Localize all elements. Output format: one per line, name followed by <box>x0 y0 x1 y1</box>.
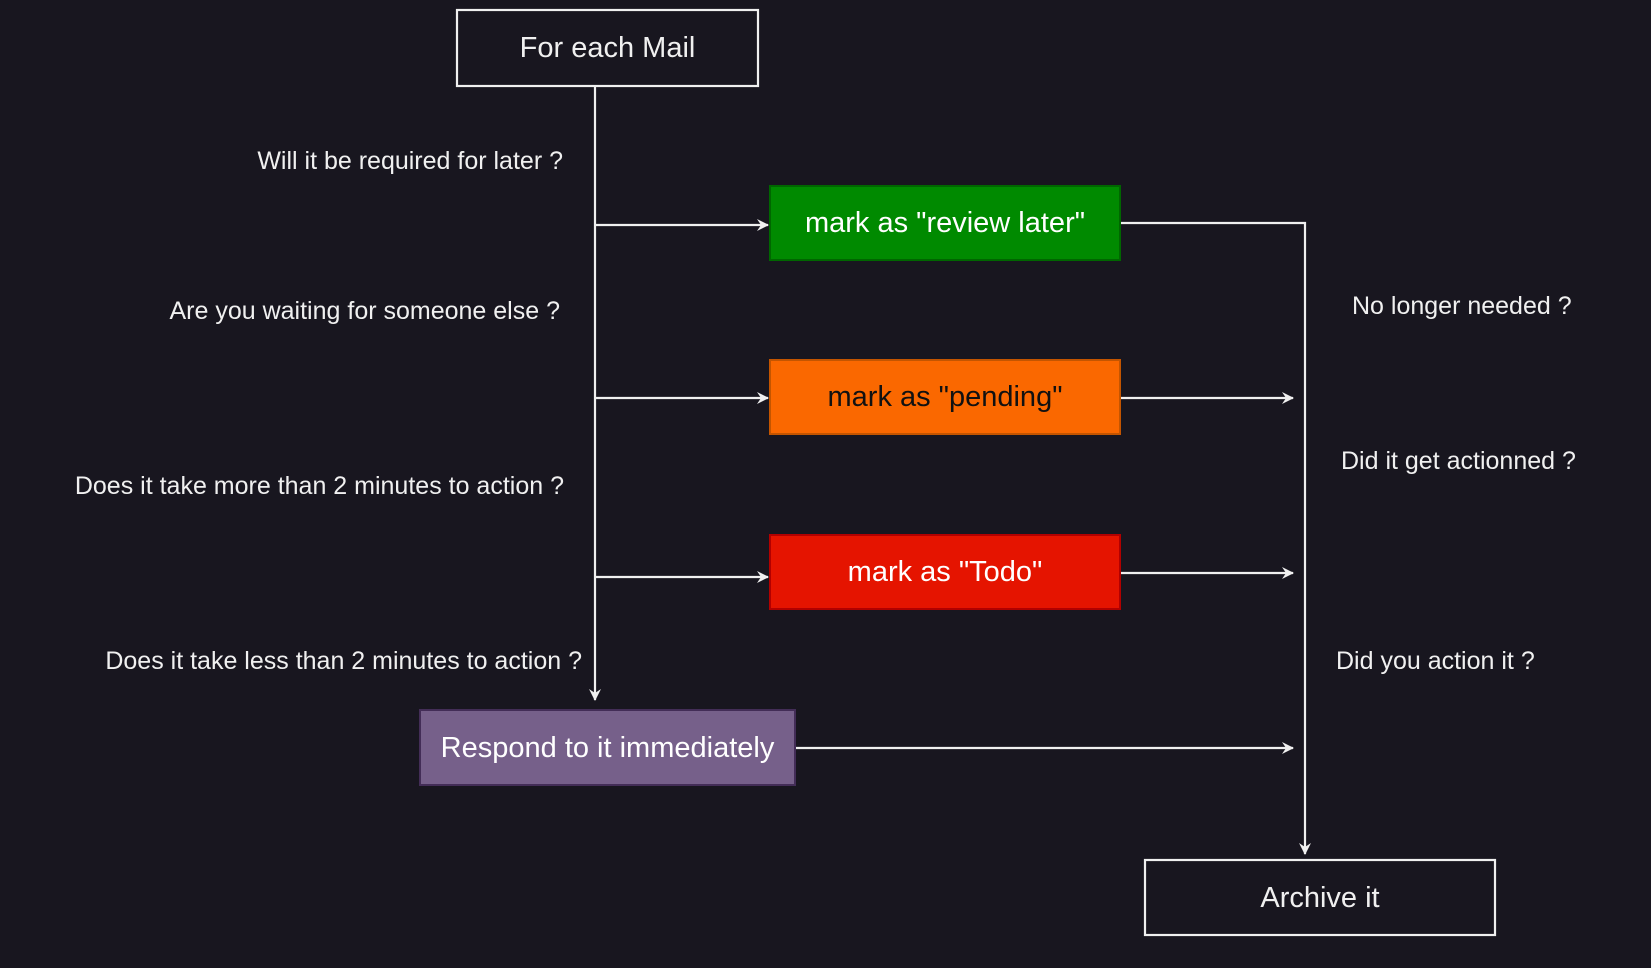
node-todo-box <box>769 534 1121 610</box>
question-actioned: Did it get actionned ? <box>1341 447 1576 475</box>
node-archive-label: Archive it <box>1260 882 1379 914</box>
question-labels: Will it be required for later ? Are you … <box>75 147 1576 675</box>
node-pending-box <box>769 359 1121 435</box>
node-pending-label: mark as "pending" <box>828 381 1063 413</box>
node-start-box <box>455 8 760 88</box>
question-waiting: Are you waiting for someone else ? <box>170 297 561 325</box>
node-archive[interactable]: Archive it <box>1143 858 1497 937</box>
node-review-later-label: mark as "review later" <box>805 207 1085 239</box>
edge-review-to-archive <box>1121 221 1311 855</box>
node-todo[interactable]: mark as "Todo" <box>769 534 1121 610</box>
question-more-than-2-min: Does it take more than 2 minutes to acti… <box>75 472 564 500</box>
node-review-later-box <box>769 185 1121 261</box>
edges <box>589 86 1311 855</box>
node-review-later[interactable]: mark as "review later" <box>769 185 1121 261</box>
node-respond-label: Respond to it immediately <box>441 732 775 764</box>
node-respond[interactable]: Respond to it immediately <box>419 709 796 786</box>
node-todo-label: mark as "Todo" <box>848 556 1043 588</box>
node-start[interactable]: For each Mail <box>455 8 760 88</box>
node-respond-box <box>419 709 796 786</box>
node-archive-box <box>1143 858 1497 937</box>
node-start-label: For each Mail <box>520 32 696 64</box>
node-pending[interactable]: mark as "pending" <box>769 359 1121 435</box>
question-less-than-2-min: Does it take less than 2 minutes to acti… <box>105 647 582 675</box>
question-required-later: Will it be required for later ? <box>257 147 563 175</box>
question-no-longer-needed: No longer needed ? <box>1352 292 1572 320</box>
question-did-action: Did you action it ? <box>1336 647 1535 675</box>
